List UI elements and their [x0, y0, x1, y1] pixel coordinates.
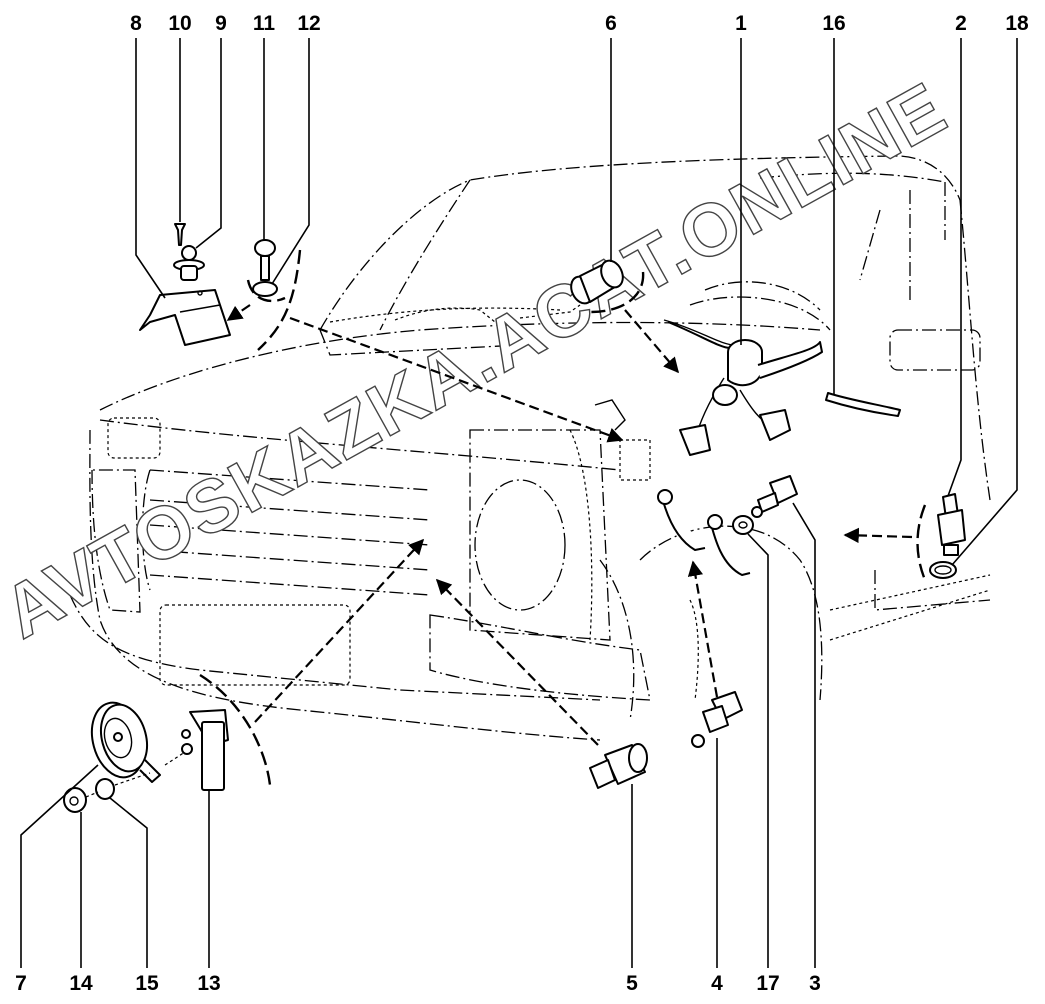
part-16-cable-tie	[825, 392, 901, 417]
callout-2: 2	[955, 12, 967, 35]
callout-13: 13	[197, 972, 220, 995]
part-3-sensor	[751, 475, 798, 518]
callout-1: 1	[735, 12, 747, 35]
wire-terminals	[657, 489, 751, 576]
part-8-bracket	[139, 289, 231, 346]
part-2-group-arc	[916, 504, 927, 581]
part-7-horn	[90, 701, 161, 783]
part-18-sealing-ring	[929, 561, 957, 579]
part-17-washer	[732, 515, 754, 535]
watermark: AVTOSKAZKA.ACAT.ONLINE	[0, 65, 961, 655]
callout-18: 18	[1005, 12, 1029, 35]
svg-text:AVTOSKAZKA.ACAT.ONLINE: AVTOSKAZKA.ACAT.ONLINE	[0, 66, 960, 654]
leader-lines	[20, 38, 1018, 968]
part-5-solenoid	[589, 743, 648, 789]
callouts-top: 8 10 9 11 12 6 1 16 2 18	[130, 12, 1029, 35]
arrow-6-to-1	[624, 309, 680, 374]
callout-12: 12	[297, 12, 320, 35]
callout-3: 3	[809, 972, 821, 995]
callout-9: 9	[215, 12, 227, 35]
callout-17: 17	[756, 972, 779, 995]
part-12-group-arc	[246, 279, 286, 303]
horn-group-arc	[199, 673, 272, 786]
part-13-bracket	[181, 709, 229, 791]
callouts-bottom: 7 14 15 13 5 4 17 3	[15, 972, 821, 995]
callout-14: 14	[69, 972, 93, 995]
callout-16: 16	[822, 12, 845, 35]
part-15-washer	[95, 778, 115, 800]
callout-7: 7	[15, 972, 27, 995]
part-14-nut	[63, 787, 87, 813]
car-body-outline	[69, 155, 991, 741]
arrow-2-to-car	[843, 527, 913, 544]
arrow-12-to-8	[226, 304, 251, 321]
part-1-ignition-switch	[663, 319, 823, 456]
part-12-washer	[252, 281, 278, 297]
bracket-group-arc	[257, 249, 302, 351]
part-4-switch	[691, 691, 743, 748]
part-11-bolt	[254, 239, 276, 281]
callout-8: 8	[130, 12, 142, 35]
arrow-4-to-terminal	[687, 560, 719, 698]
callout-15: 15	[135, 972, 159, 995]
arrow-bracket-to-car	[289, 316, 624, 443]
part-6-switch	[570, 259, 624, 305]
part-10-screw	[174, 223, 186, 246]
assembly-axis-horn	[85, 751, 186, 798]
callout-5: 5	[626, 972, 638, 995]
part-2-sensor	[937, 493, 966, 556]
callout-4: 4	[711, 972, 723, 995]
part-6-group-arc	[589, 271, 645, 314]
arrow-horn-to-car	[254, 538, 425, 723]
callout-6: 6	[605, 12, 617, 35]
part-9-buffer	[173, 245, 205, 281]
arrow-5-to-car	[435, 578, 599, 746]
callout-10: 10	[168, 12, 191, 35]
callout-11: 11	[253, 12, 276, 35]
